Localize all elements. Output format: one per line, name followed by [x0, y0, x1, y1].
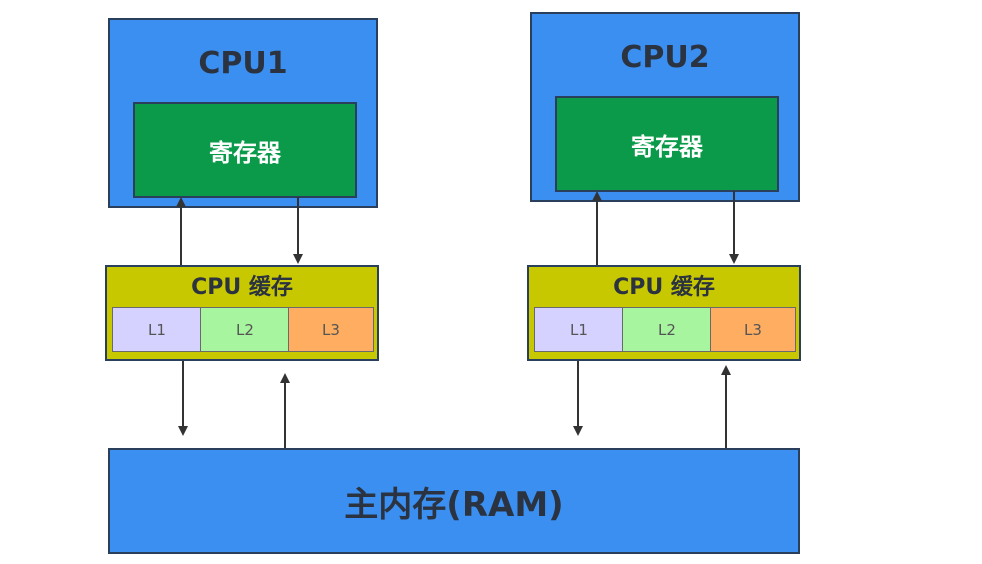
cpu1-title: CPU1	[198, 46, 288, 81]
cpu2-cache-l3: L3	[710, 307, 796, 352]
cpu1-box: CPU1 寄存器	[108, 18, 378, 208]
cpu1-cache-l1: L1	[112, 307, 202, 352]
cpu1-cache-l2: L2	[200, 307, 290, 352]
cpu2-cache-title: CPU 缓存	[613, 275, 715, 300]
cpu2-cache-l1: L1	[534, 307, 624, 352]
cpu2-cache-box: CPU 缓存 L1 L2 L3	[527, 265, 801, 361]
cpu1-cache-l3: L3	[288, 307, 374, 352]
cpu2-register: 寄存器	[555, 96, 779, 192]
cpu2-box: CPU2 寄存器	[530, 12, 800, 202]
cpu1-register: 寄存器	[133, 102, 357, 198]
cpu2-cache-l2: L2	[622, 307, 712, 352]
cpu2-title: CPU2	[620, 40, 710, 75]
cpu1-cache-box: CPU 缓存 L1 L2 L3	[105, 265, 379, 361]
cpu1-cache-title: CPU 缓存	[191, 275, 293, 300]
main-memory-box: 主内存(RAM)	[108, 448, 800, 554]
